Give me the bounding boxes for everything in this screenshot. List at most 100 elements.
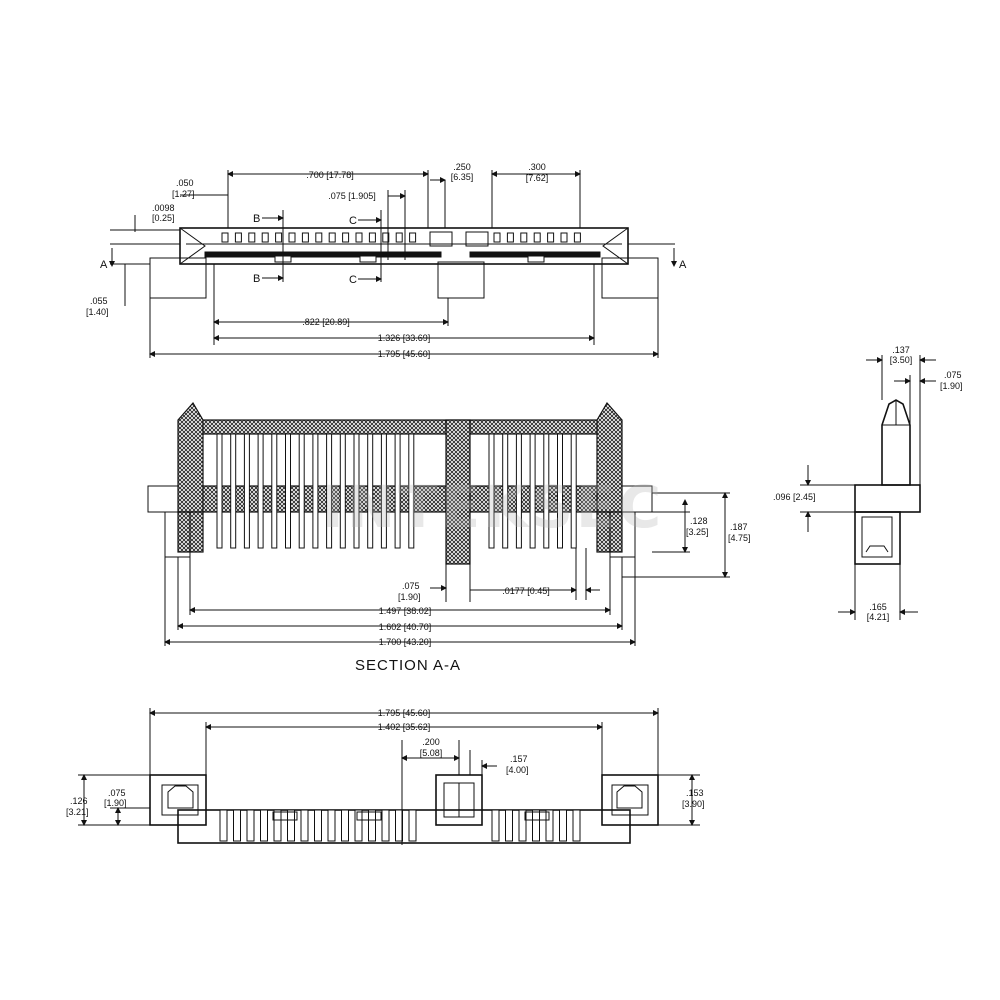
section-pin — [216, 433, 223, 549]
top-pin — [342, 232, 350, 243]
dim-0177: .0177 [0.45] — [502, 586, 550, 596]
dim-157-mm: [4.00] — [506, 765, 529, 775]
bottom-pin — [559, 809, 567, 842]
bottom-pin — [287, 809, 295, 842]
top-pin — [355, 232, 363, 243]
section-pin — [570, 433, 577, 549]
top-pin — [368, 232, 376, 243]
top-pin — [395, 232, 403, 243]
dim-075-side: .075 — [944, 370, 962, 380]
top-view-dimensions: .700 [17.78] .050 [1.27] .075 [1.905] .2… — [86, 162, 687, 359]
top-pin — [301, 232, 309, 243]
section-c-label-top: C — [349, 215, 357, 227]
section-c-label-bottom: C — [349, 274, 357, 286]
dim-1402: 1.402 [35.62] — [378, 722, 431, 732]
top-pin — [221, 232, 229, 243]
dim-157: .157 — [510, 754, 528, 764]
dim-165-mm: [4.21] — [867, 612, 890, 622]
dim-050: .050 — [176, 178, 194, 188]
dim-096: .096 [2.45] — [773, 492, 816, 502]
bottom-pin — [341, 809, 349, 842]
dim-137-mm: [3.50] — [890, 355, 913, 365]
bottom-pin — [327, 809, 336, 842]
top-pin — [409, 232, 417, 243]
bottom-view-dimensions: 1.795 [45.60] 1.402 [35.62] .200 [5.08] … — [66, 708, 705, 845]
dim-165: .165 — [869, 602, 887, 612]
dim-0098: .0098 — [152, 203, 175, 213]
top-pin — [533, 232, 541, 243]
dim-187-mm: [4.75] — [728, 533, 751, 543]
bottom-pin — [354, 809, 363, 842]
section-pin — [367, 433, 374, 549]
top-view — [110, 227, 675, 299]
dim-1497: 1.497 [38.02] — [379, 606, 432, 616]
dim-200: .200 — [422, 737, 440, 747]
dim-1602: 1.602 [40.70] — [379, 622, 432, 632]
top-pin — [382, 232, 390, 243]
top-pin — [288, 232, 296, 243]
dim-250: .250 — [453, 162, 471, 172]
dim-075-bottom: .075 — [108, 788, 126, 798]
bottom-pin — [368, 809, 376, 842]
section-b-label-top: B — [253, 213, 260, 225]
dim-075-top: .075 [1.905] — [328, 191, 376, 201]
bottom-view — [149, 774, 659, 844]
section-pin — [394, 433, 401, 549]
bottom-pin — [233, 809, 241, 842]
dim-822: .822 [20.89] — [302, 317, 350, 327]
dim-0098-mm: [0.25] — [152, 213, 175, 223]
section-pin — [326, 433, 333, 549]
section-pin — [271, 433, 278, 549]
bottom-pin — [505, 809, 513, 842]
top-pin — [547, 232, 555, 243]
bottom-pin — [260, 809, 268, 842]
section-pin — [529, 433, 536, 549]
bottom-pin — [219, 809, 228, 842]
dim-187: .187 — [730, 522, 748, 532]
bottom-pin — [545, 809, 554, 842]
top-pin — [275, 232, 283, 243]
dim-137: .137 — [892, 345, 910, 355]
top-pin — [573, 232, 581, 243]
dim-075-bottom-mm: [1.90] — [104, 798, 127, 808]
bottom-pin — [381, 809, 390, 842]
bottom-pin — [300, 809, 309, 842]
section-title: SECTION A-A — [355, 657, 461, 674]
dim-128: .128 — [690, 516, 708, 526]
bottom-pin — [408, 809, 417, 842]
top-view-pin-row — [221, 232, 581, 243]
dim-300-mm: [7.62] — [526, 173, 549, 183]
dim-700: .700 [17.78] — [306, 170, 354, 180]
bottom-pin — [314, 809, 322, 842]
top-pin — [328, 232, 336, 243]
bottom-view-pin-row — [219, 809, 581, 842]
dim-1795-bottom: 1.795 [45.60] — [378, 708, 431, 718]
dim-1326: 1.326 [33.69] — [378, 333, 431, 343]
dim-055: .055 — [90, 296, 108, 306]
dim-050-mm: [1.27] — [172, 189, 195, 199]
section-pin — [257, 433, 264, 549]
top-pin — [560, 232, 568, 243]
bottom-pin — [246, 809, 255, 842]
dim-250-mm: [6.35] — [451, 172, 474, 182]
section-pin — [353, 433, 360, 549]
dim-200-mm: [5.08] — [420, 748, 443, 758]
top-pin — [234, 232, 242, 243]
watermark-logo: INTEKSEC — [322, 473, 664, 541]
top-pin — [261, 232, 269, 243]
top-pin — [248, 232, 256, 243]
top-pin — [520, 232, 528, 243]
bottom-pin — [518, 809, 527, 842]
section-view-dimensions: .128 [3.25] .187 [4.75] .075 [1.90] .017… — [164, 492, 751, 647]
bottom-pin — [572, 809, 581, 842]
section-b-label-bottom: B — [253, 273, 260, 285]
section-a-label-left: A — [100, 259, 108, 271]
dim-1795-top: 1.795 [45.60] — [378, 349, 431, 359]
section-pin — [488, 433, 495, 549]
section-pin — [285, 433, 291, 549]
dim-055-mm: [1.40] — [86, 307, 109, 317]
dim-300: .300 — [528, 162, 546, 172]
section-pin — [408, 433, 415, 549]
top-pin — [506, 232, 514, 243]
